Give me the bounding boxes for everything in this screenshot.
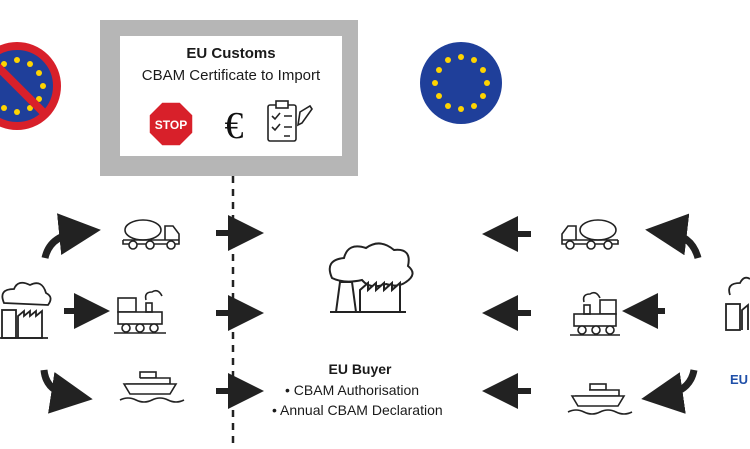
ship-icon-left	[119, 371, 185, 403]
eu-label-right: EU	[730, 372, 749, 387]
svg-text:STOP: STOP	[155, 118, 187, 132]
ship-icon-right	[567, 383, 633, 415]
cement-truck-icon-left	[122, 219, 180, 250]
buyer-title: EU Buyer	[328, 361, 392, 377]
prohibited-eu-flag-icon	[0, 42, 61, 130]
buyer-item-authorisation: • CBAM Authorisation	[285, 382, 420, 398]
factory-icon-right	[725, 276, 750, 331]
curved-arrow-up-right	[645, 213, 702, 260]
customs-title: EU Customs	[186, 45, 276, 62]
eu-flag-icon	[420, 42, 502, 124]
train-icon-left	[114, 289, 166, 334]
euro-icon: €	[225, 105, 244, 147]
curved-arrow-down-right	[641, 369, 698, 414]
curved-arrow-up-left	[41, 213, 101, 259]
factory-icon-left	[0, 281, 52, 339]
checklist-icon	[267, 100, 313, 142]
buyer-item-declaration: • Annual CBAM Declaration	[272, 402, 443, 418]
curved-arrow-down-left	[40, 369, 93, 414]
train-icon-right	[570, 291, 620, 336]
stop-sign-icon: STOP	[148, 101, 194, 147]
cement-truck-icon-right	[561, 219, 619, 250]
factory-icon-center	[328, 242, 414, 313]
customs-subtitle: CBAM Certificate to Import	[141, 67, 321, 84]
